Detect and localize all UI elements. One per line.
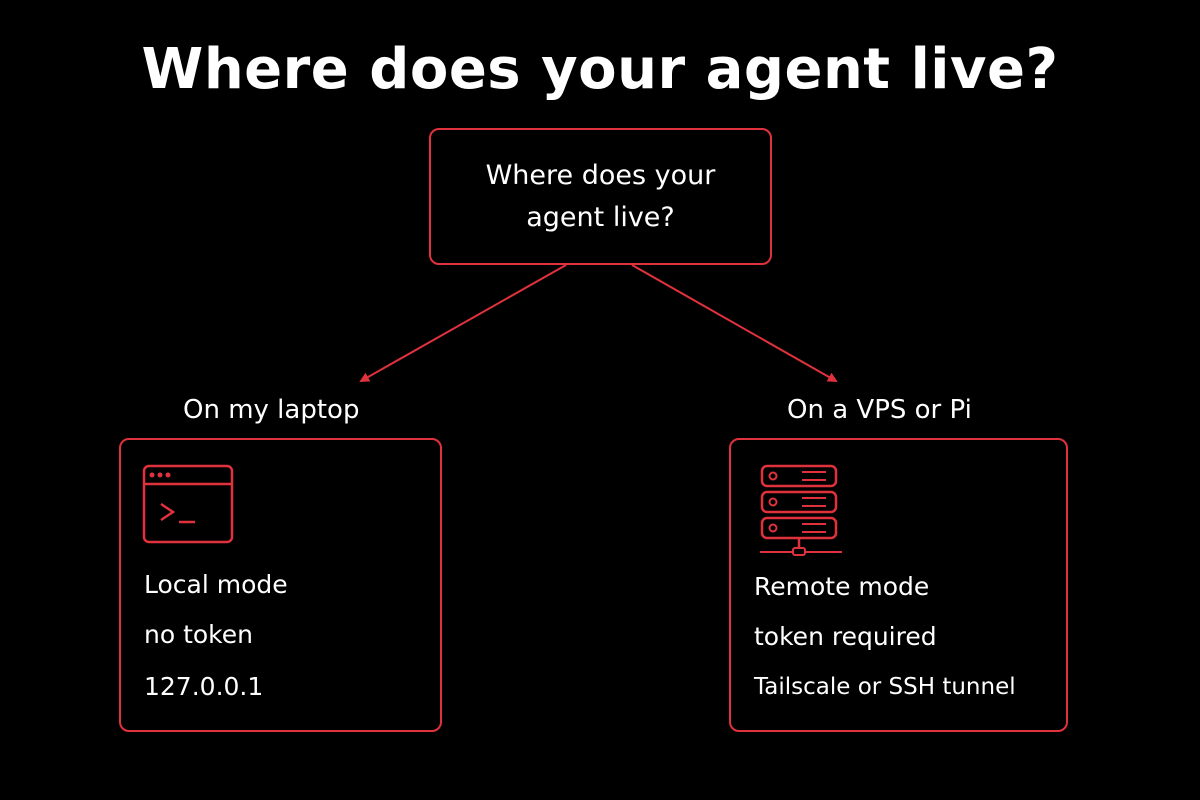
local-mode-card: Local mode no token 127.0.0.1 xyxy=(119,438,442,732)
remote-tunnel-label: Tailscale or SSH tunnel xyxy=(754,674,1016,700)
question-line-1: Where does your xyxy=(485,159,716,191)
remote-mode-card: Remote mode token required Tailscale or … xyxy=(729,438,1068,732)
branch-label-vps: On a VPS or Pi xyxy=(787,395,972,425)
remote-mode-label: Remote mode xyxy=(754,572,930,601)
local-token-label: no token xyxy=(144,620,253,649)
branch-label-laptop: On my laptop xyxy=(183,395,360,425)
remote-token-label: token required xyxy=(754,622,937,651)
question-line-2: agent live? xyxy=(526,201,675,233)
server-rack-icon xyxy=(760,464,842,556)
arrow-to-laptop xyxy=(359,264,567,382)
local-address-label: 127.0.0.1 xyxy=(144,672,264,701)
local-mode-label: Local mode xyxy=(144,570,288,599)
page-title: Where does your agent live? xyxy=(141,37,1059,102)
question-node: Where does your agent live? xyxy=(429,128,772,265)
terminal-window-icon xyxy=(142,464,234,544)
arrow-to-vps xyxy=(631,264,838,382)
